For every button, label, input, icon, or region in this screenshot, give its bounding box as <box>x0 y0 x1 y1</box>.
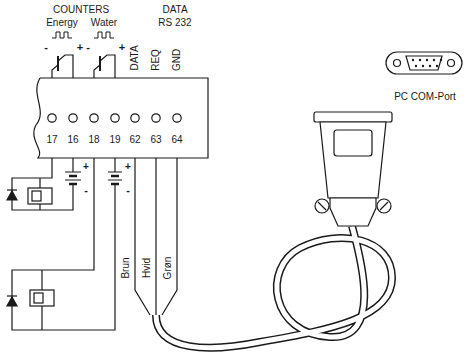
relay-symbol-part <box>32 191 41 201</box>
transistor-symbol-part <box>100 55 115 78</box>
terminal-number: 64 <box>171 135 182 145</box>
db9-front-view-part <box>386 52 462 74</box>
transistor-symbol-part <box>58 55 73 78</box>
wire-colour: Brun <box>121 257 131 278</box>
diode-symbol-part <box>7 191 17 200</box>
relay-symbol-part <box>28 188 52 204</box>
signal-name: GND <box>172 49 182 71</box>
data-wires-part <box>135 158 150 315</box>
db9-front-view-part-part <box>440 59 442 61</box>
diode-symbol-part <box>7 297 17 306</box>
db9-plug-part <box>314 112 392 122</box>
battery-symbol-part <box>72 184 73 188</box>
wire-colour: Grøn <box>163 257 173 280</box>
db9-front-view-part-part <box>426 59 428 61</box>
diode-symbol <box>7 190 17 306</box>
battery-symbol-part <box>111 176 119 184</box>
terminal-block-part <box>90 114 98 122</box>
cable <box>156 226 392 348</box>
cable-part <box>156 226 392 348</box>
pulse-symbol-part <box>94 32 114 38</box>
transistor-symbol-part <box>57 56 59 71</box>
port-name: PC COM-Port <box>394 92 456 102</box>
terminal-block-part <box>173 114 181 122</box>
db9-front-view-part <box>406 56 442 70</box>
db9-front-view-part-part <box>415 65 417 67</box>
terminal-number: 16 <box>67 135 78 145</box>
battery-symbol-part <box>69 176 77 184</box>
data-wires <box>135 158 177 315</box>
terminal-number: 18 <box>88 135 99 145</box>
relay-symbol-part <box>30 290 54 306</box>
battery-polarity: + <box>125 162 131 172</box>
battery-polarity: - <box>126 185 130 196</box>
db9-front-view-part <box>448 60 455 67</box>
terminal-block-part <box>34 78 208 158</box>
counter-wiring-part <box>114 158 115 172</box>
terminal-block-part <box>69 114 77 122</box>
db9-plug-part <box>330 198 376 226</box>
terminal-number: 19 <box>109 135 120 145</box>
interface-name: RS 232 <box>158 18 191 28</box>
terminal-number: 17 <box>46 135 57 145</box>
signal-name: REQ <box>151 49 161 71</box>
battery-symbol-part <box>114 184 115 188</box>
counter-name: Energy <box>46 18 78 28</box>
db9-front-view-part <box>394 60 401 67</box>
transistor-symbol <box>52 55 115 78</box>
db9-front-view-part-part <box>422 65 424 67</box>
terminal-number: 62 <box>129 135 140 145</box>
db9-plug-part <box>334 130 372 156</box>
battery-polarity: + <box>83 162 89 172</box>
db9-front-view-part-part <box>436 65 438 67</box>
group-heading: COUNTERS <box>53 5 109 15</box>
db9-front-view-part-part <box>433 59 435 61</box>
polarity-sign: + <box>119 42 125 53</box>
polarity-sign: - <box>86 42 90 53</box>
signal-name: DATA <box>130 45 140 70</box>
pulse-symbol <box>52 32 114 38</box>
counter-wiring <box>12 158 115 330</box>
counter-wiring-part <box>12 158 73 210</box>
db9-front-view-part-part <box>429 65 431 67</box>
db9-front-view-part <box>412 59 442 67</box>
relay-symbol-part <box>34 293 43 303</box>
db9-front-view <box>386 52 462 74</box>
data-wires-part <box>155 158 156 315</box>
relay-symbol <box>28 188 54 306</box>
battery-polarity: - <box>84 185 88 196</box>
transistor-symbol-part <box>99 56 101 71</box>
db9-front-view-part-part <box>412 59 414 61</box>
counter-wiring-part <box>72 158 73 172</box>
counter-name: Water <box>91 18 117 28</box>
terminal-block-part <box>131 114 139 122</box>
group-heading: DATA <box>162 5 187 15</box>
counter-wiring-part <box>12 158 115 330</box>
terminal-block <box>34 78 208 158</box>
battery-symbol <box>65 172 122 188</box>
terminal-number: 63 <box>150 135 161 145</box>
diode-symbol-part <box>7 189 17 190</box>
data-wires-part <box>162 158 177 315</box>
pulse-symbol-part <box>52 32 72 38</box>
polarity-sign: + <box>77 42 83 53</box>
terminal-block-part <box>48 114 56 122</box>
wire-colour: Hvid <box>142 258 152 278</box>
diode-symbol-part <box>7 295 17 296</box>
db9-plug-part <box>320 122 386 198</box>
db9-front-view-part-part <box>419 59 421 61</box>
db9-plug-part <box>318 202 388 210</box>
terminal-block-part <box>152 114 160 122</box>
cable-part <box>156 226 392 348</box>
db9-plug <box>314 112 392 226</box>
polarity-sign: - <box>44 42 48 53</box>
terminal-block-part <box>111 114 119 122</box>
